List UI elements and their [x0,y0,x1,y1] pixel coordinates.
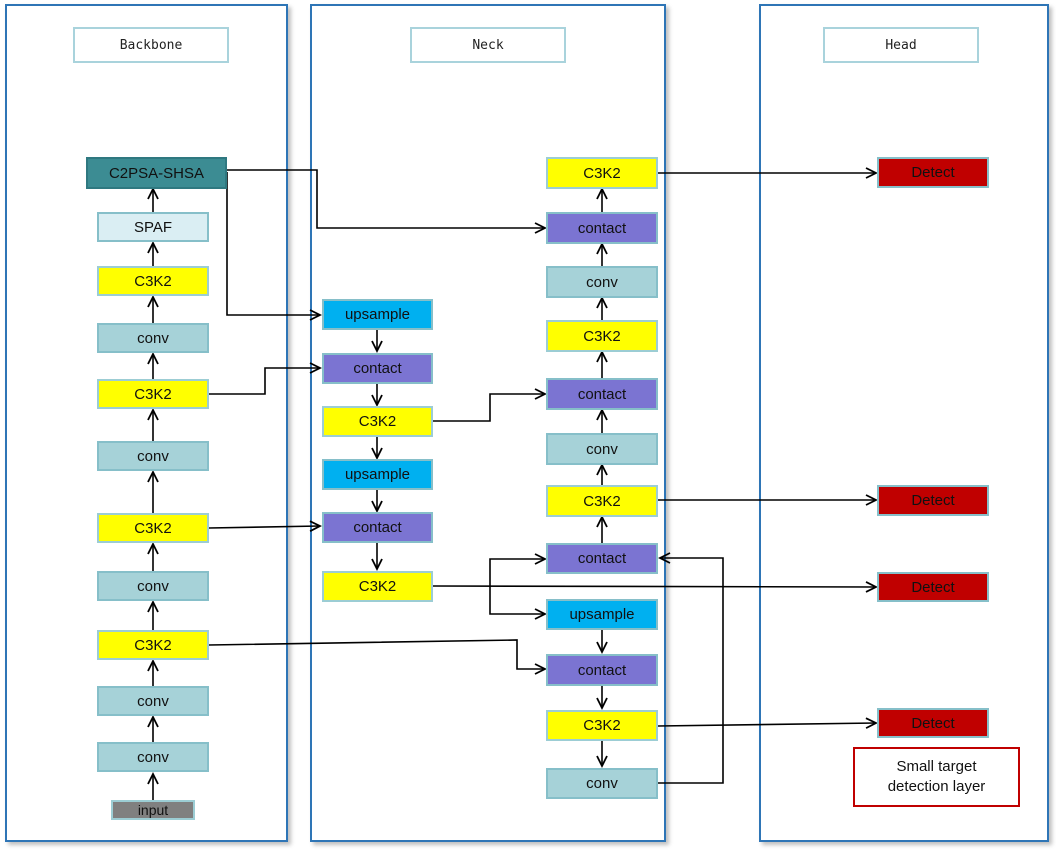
head-panel [759,4,1049,842]
neck-r-contact-2: contact [546,378,658,410]
backbone-c3k2-2: C3K2 [97,379,209,409]
backbone-conv-2: conv [97,441,209,471]
neck-r-c3k2-4: C3K2 [546,710,658,741]
backbone-c3k2-4: C3K2 [97,630,209,660]
detect-head-1: Detect [877,157,989,188]
neck-contact-1: contact [322,353,433,384]
neck-title: Neck [410,27,566,63]
detect-head-2: Detect [877,485,989,516]
head-title: Head [823,27,979,63]
backbone-c3k2-3: C3K2 [97,513,209,543]
small-target-note: Small target detection layer [853,747,1020,807]
neck-c3k2-1: C3K2 [322,406,433,437]
neck-r-conv-2: conv [546,433,658,465]
arrow-conv-feedback [657,552,724,784]
neck-r-contact-4: contact [546,654,658,686]
note-line-1: Small target [896,758,977,775]
backbone-conv-1: conv [97,323,209,353]
neck-c3k2-2: C3K2 [322,571,433,602]
spaf-block: SPAF [97,212,209,242]
note-line-2: detection layer [887,778,986,795]
neck-contact-2: contact [322,512,433,543]
neck-r-contact-1: contact [546,212,658,244]
backbone-c3k2-1: C3K2 [97,266,209,296]
neck-r-conv-1: conv [546,266,658,298]
neck-upsample-1: upsample [322,299,433,330]
neck-r-conv-3: conv [546,768,658,799]
neck-r-upsample: upsample [546,599,658,630]
backbone-title: Backbone [73,27,229,63]
neck-upsample-2: upsample [322,459,433,490]
neck-r-c3k2-3: C3K2 [546,485,658,517]
input-block: input [111,800,195,820]
backbone-panel [5,4,288,842]
neck-r-c3k2-2: C3K2 [546,320,658,352]
neck-r-contact-3: contact [546,543,658,574]
backbone-conv-5: conv [97,742,209,772]
c2psa-shsa-block: C2PSA-SHSA [86,157,227,189]
backbone-conv-3: conv [97,571,209,601]
detect-head-4: Detect [877,708,989,738]
backbone-conv-4: conv [97,686,209,716]
detect-head-3: Detect [877,572,989,602]
neck-r-c3k2-top: C3K2 [546,157,658,189]
